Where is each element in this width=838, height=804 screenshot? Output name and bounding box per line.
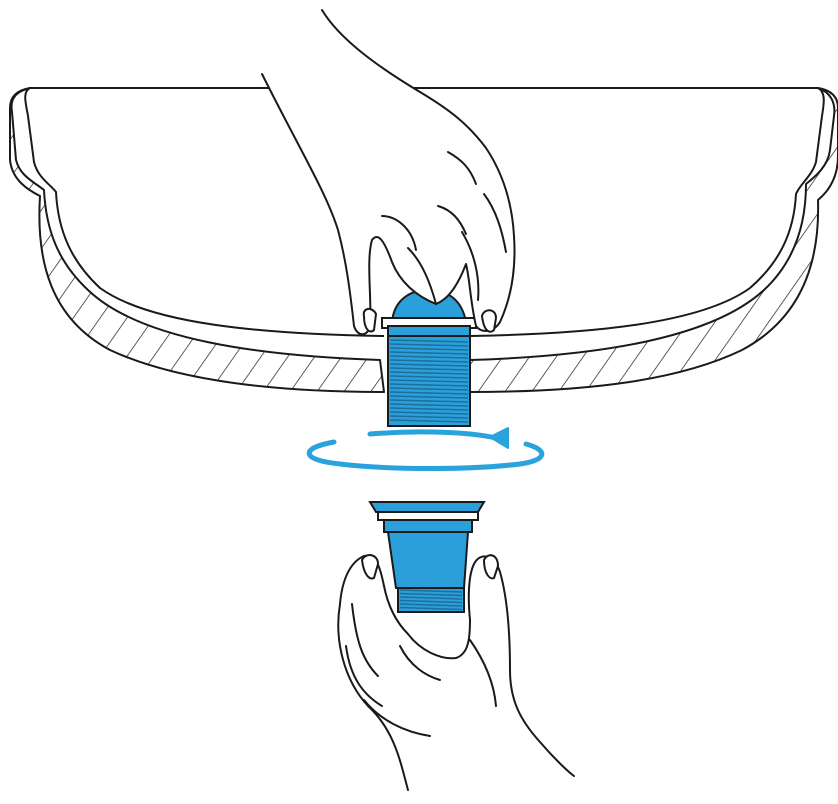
drain-threads-bottom	[399, 589, 463, 611]
hand-top-knuckle-3	[483, 193, 507, 253]
hand-top-finger-line-1	[407, 247, 437, 305]
sink-wall-hatched-right	[469, 87, 838, 393]
hand-top-nail-2	[481, 309, 497, 333]
thread-line	[389, 387, 469, 391]
thread-line	[389, 347, 469, 351]
hand-bottom-crease-1	[399, 645, 441, 681]
hand-bottom-palm	[337, 554, 575, 791]
thread-line	[389, 403, 469, 407]
hand-bottom-finger-2	[345, 645, 383, 707]
hand-top-thumb	[381, 215, 417, 251]
thread-line	[389, 383, 469, 387]
thread-line	[399, 603, 463, 607]
drain-top-assembly	[381, 288, 477, 427]
thread-line	[389, 411, 469, 415]
thread-line	[399, 599, 463, 604]
rotate-arrow-front	[306, 439, 545, 471]
thread-line	[399, 606, 463, 611]
drain-threads-top	[389, 339, 469, 423]
rotate-arrow-back	[367, 429, 499, 441]
thread-line	[389, 379, 469, 383]
thread-line	[389, 419, 469, 423]
thread-line	[399, 596, 463, 600]
hand-top-nail-1	[362, 308, 377, 333]
hand-bottom-nail-1	[361, 554, 379, 580]
drain-bottom-band	[383, 519, 473, 533]
sink-bowl-inner	[24, 87, 385, 337]
drain-bottom-assembly	[368, 501, 486, 613]
hand-bottom-crease-2	[363, 699, 431, 737]
thread-line	[389, 395, 469, 399]
hand-top	[261, 9, 516, 336]
thread-line	[389, 339, 469, 343]
thread-line	[389, 367, 469, 371]
thread-line	[389, 415, 469, 419]
hand-bottom-nail-2	[483, 554, 499, 580]
hand-bottom-finger-1	[351, 603, 379, 677]
thread-line	[399, 592, 463, 597]
thread-line	[389, 375, 469, 379]
hand-bottom	[337, 554, 575, 791]
thread-line	[389, 407, 469, 411]
hand-bottom-crease-3	[469, 639, 497, 707]
hand-top-knuckle-2	[447, 151, 477, 185]
sink-wall-hatched	[9, 87, 385, 393]
drain-bottom-lip	[368, 501, 486, 513]
drain-bottom-collar	[377, 511, 479, 521]
drain-bottom-body	[386, 531, 470, 589]
rotate-arrow-head	[489, 427, 509, 449]
thread-line	[389, 343, 469, 347]
sink-bowl-inner-right	[469, 87, 825, 337]
thread-line	[389, 359, 469, 363]
hand-top-arm	[261, 9, 516, 336]
thread-line	[389, 363, 469, 367]
drain-flange-band	[387, 325, 471, 337]
thread-line	[389, 355, 469, 359]
thread-line	[389, 399, 469, 403]
thread-line	[389, 351, 469, 355]
thread-line	[389, 371, 469, 375]
rotate-arrow-icon	[306, 427, 545, 471]
thread-line	[389, 391, 469, 395]
hand-top-knuckle-1	[437, 205, 467, 235]
thread-line	[399, 589, 463, 593]
hand-top-finger-line-2	[461, 231, 480, 301]
